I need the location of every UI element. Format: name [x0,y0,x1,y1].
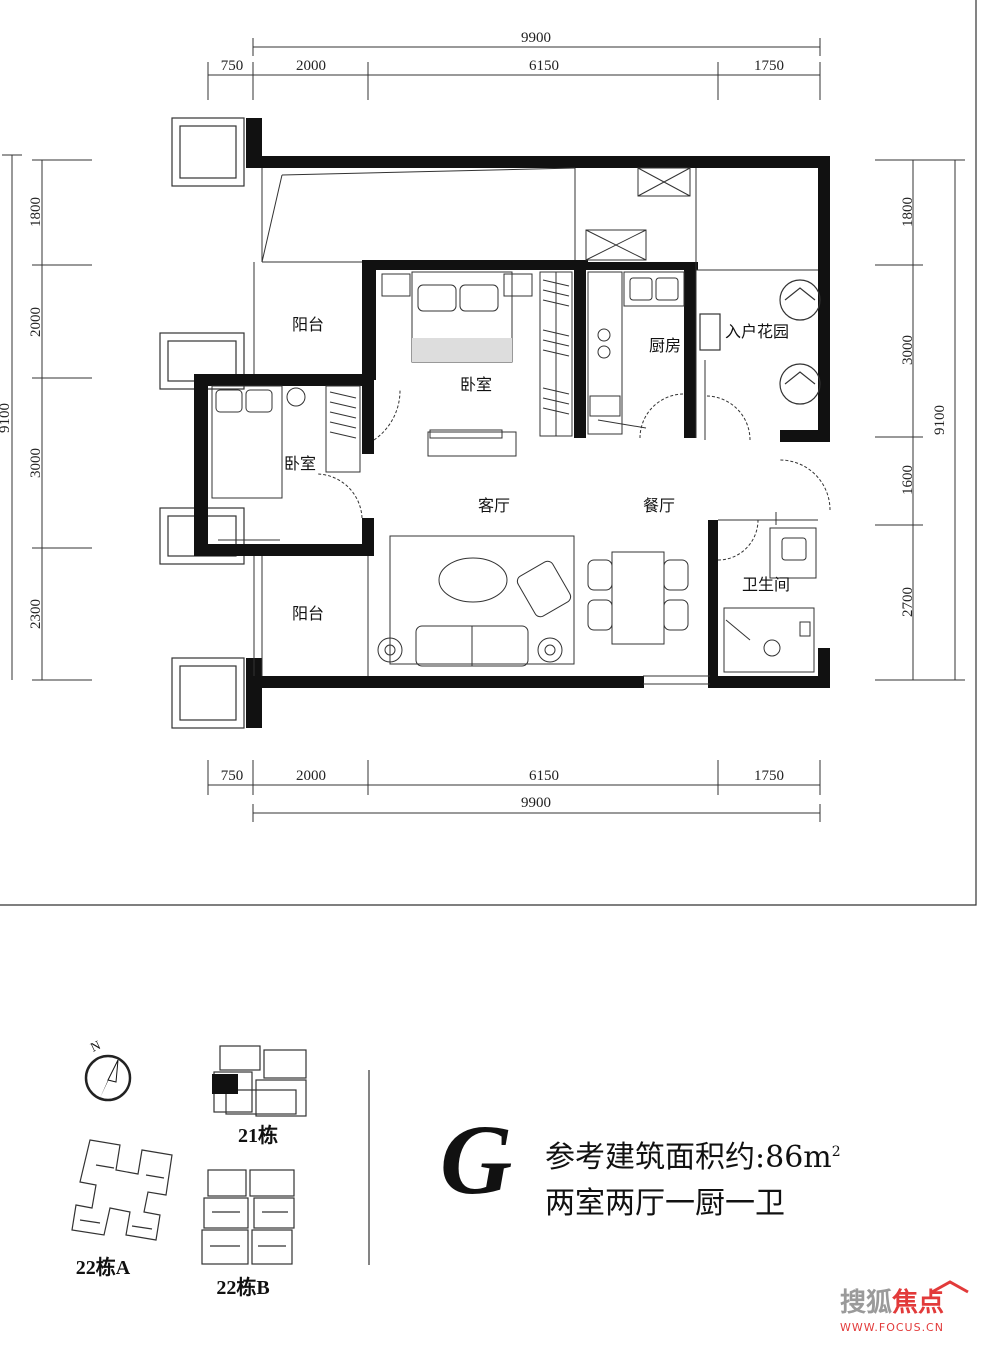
focus-logo-icon [931,1280,969,1294]
dim-right-1: 1800 [900,197,916,227]
unit-type-letter: G [440,1104,513,1215]
dim-left-4: 2300 [28,599,44,629]
room-master-bedroom: 卧室 [460,375,492,394]
dim-left-3: 3000 [28,448,44,478]
dim-top-4: 1750 [754,58,784,74]
compass-north-label: N [88,1037,103,1055]
dim-top-2: 2000 [296,58,326,74]
wardrobe-hangers [329,279,570,439]
building-21-outline [213,1045,307,1117]
room-dining: 餐厅 [643,496,675,515]
left-dimensions [2,154,92,681]
right-dimensions [875,159,965,681]
unit-layout: 两室两厅一厨一卫 [545,1186,785,1221]
dim-top-3: 6150 [529,58,559,74]
interior-lines [253,167,818,685]
dim-left-total: 9100 [0,403,13,433]
kitchen-fixtures [585,167,691,435]
building-21-label: 21栋 [238,1123,278,1147]
room-balcony-bottom: 阳台 [292,604,324,623]
dim-bottom-4: 1750 [754,768,784,784]
dim-bottom-2: 2000 [296,768,326,784]
door-swings [317,389,831,561]
room-bathroom: 卫生间 [742,575,790,594]
bottom-dimensions [207,760,821,822]
living-room-furniture [377,535,575,667]
dim-left-2: 2000 [28,307,44,337]
watermark-url: WWW.FOCUS.CN [840,1321,944,1334]
dim-bottom-1: 750 [221,768,244,784]
room-kitchen: 厨房 [649,336,681,355]
top-dimensions [207,38,821,100]
unit-area-sup: 2 [831,1144,841,1160]
bathroom-fixtures [723,527,817,673]
exterior-walls [194,118,830,728]
watermark-brand-text: 焦点 [892,1288,945,1318]
master-bedroom-furniture [381,271,573,457]
room-entry-garden: 入户花园 [725,322,789,341]
dim-right-2: 3000 [900,335,916,365]
room-second-bedroom: 卧室 [284,454,316,473]
dim-bottom-total: 9900 [521,795,551,811]
building-22b-outline [201,1169,295,1265]
watermark-cn-text: 搜狐 [840,1288,893,1318]
dining-furniture [587,551,689,645]
second-bedroom-furniture [211,385,361,541]
dim-right-4: 2700 [900,587,916,617]
unit-area-label: 参考建筑面积约:86m [545,1140,832,1175]
building-22b-label: 22栋B [216,1275,269,1299]
dim-right-total: 9100 [932,405,948,435]
room-balcony-top: 阳台 [292,315,324,334]
dim-right-3: 1600 [900,465,916,495]
drawing-frame [0,0,977,906]
watermark: 搜狐焦点 WWW.FOCUS.CN [840,1282,944,1334]
dim-bottom-3: 6150 [529,768,559,784]
dim-left-1: 1800 [28,197,44,227]
building-21-unit-highlight [212,1074,238,1094]
garden-plants [699,279,821,405]
dim-top-total: 9900 [521,30,551,46]
building-22a-label: 22栋A [76,1255,131,1279]
unit-area: 参考建筑面积约:86m2 [545,1132,841,1176]
compass-icon [84,1054,132,1102]
dim-top-1: 750 [221,58,244,74]
room-living: 客厅 [478,496,510,515]
building-22a-outline [71,1139,173,1241]
